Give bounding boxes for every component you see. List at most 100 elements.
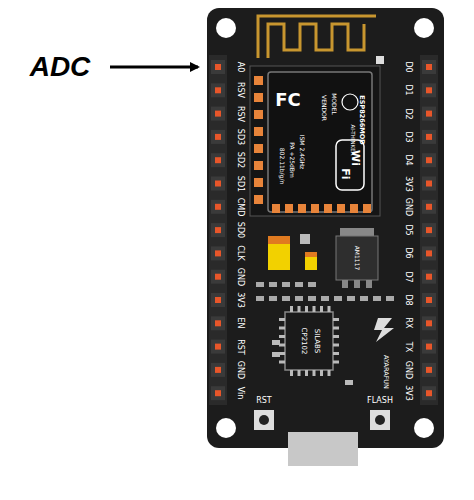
pin <box>426 344 432 350</box>
pin-socket <box>211 363 225 377</box>
pin-name: CLK <box>236 246 244 261</box>
pin-socket <box>211 386 225 400</box>
pin-name: D8 <box>404 294 412 305</box>
chip-pin <box>305 370 308 376</box>
pin <box>215 87 221 93</box>
brand-text: AYARAFUN <box>383 355 390 389</box>
smd-part <box>360 296 368 301</box>
pin-name: D3 <box>404 131 412 142</box>
pin <box>426 204 432 210</box>
pin <box>426 157 432 163</box>
pin-socket <box>211 83 225 97</box>
pad <box>254 161 263 170</box>
pin <box>215 344 221 350</box>
pin <box>215 111 221 117</box>
smd-part <box>269 282 277 287</box>
pin-socket <box>422 177 436 191</box>
smd-part <box>282 282 290 287</box>
header-pins <box>211 60 436 400</box>
capacitor <box>268 236 290 270</box>
pin <box>215 204 221 210</box>
smd-part <box>295 282 303 287</box>
chip-pin <box>279 318 285 321</box>
pin <box>426 64 432 70</box>
pad <box>298 204 306 213</box>
usb-uart-chip <box>285 312 333 370</box>
wifi-logo-text: Wi <box>350 150 361 166</box>
pcb-antenna <box>258 16 376 58</box>
smd-part <box>386 296 394 301</box>
pin-socket <box>422 340 436 354</box>
flash-button <box>370 410 390 430</box>
pin-socket <box>211 246 225 260</box>
pin-name: SD1 <box>236 175 244 191</box>
smd-part <box>347 296 355 301</box>
module-pads <box>254 76 371 213</box>
pin-socket <box>211 60 225 74</box>
module-text: VENDOR <box>321 95 327 121</box>
pin-name: SD2 <box>236 152 244 168</box>
pin <box>426 274 432 280</box>
pin-socket <box>211 340 225 354</box>
module-shield <box>268 72 372 212</box>
smd-part <box>295 296 303 301</box>
pin <box>426 181 432 187</box>
pin-name: D5 <box>404 224 412 235</box>
pin <box>215 227 221 233</box>
button-label: RST <box>256 397 272 405</box>
pin-name: SD0 <box>236 222 244 238</box>
chip-pin <box>313 306 316 312</box>
pin-socket <box>422 270 436 284</box>
regulator-tab <box>340 228 374 236</box>
pin <box>215 157 221 163</box>
module-text: ESP8266MOD <box>359 95 366 144</box>
chip-pins <box>279 306 339 376</box>
pin-name: 3V3 <box>236 292 244 308</box>
smd-part <box>256 296 264 301</box>
pin <box>215 320 221 326</box>
chip-pin <box>279 361 285 364</box>
pin-name: GND <box>236 361 244 379</box>
chip-pin <box>333 318 339 321</box>
usb-connector <box>288 432 358 466</box>
pin <box>215 297 221 303</box>
pin-socket <box>422 363 436 377</box>
pin-socket <box>211 270 225 284</box>
chip-pin <box>320 306 323 312</box>
chip-pin <box>298 306 301 312</box>
pin <box>215 390 221 396</box>
pin-name: GND <box>404 361 412 379</box>
smd-part <box>300 234 310 244</box>
chip-pin <box>328 370 331 376</box>
pin-name: GND <box>404 198 412 216</box>
smd-part <box>334 296 342 301</box>
pad <box>254 93 263 102</box>
chip-marking: CP2102 <box>300 328 307 355</box>
pin-socket <box>422 153 436 167</box>
pad <box>272 204 280 213</box>
capacitor-band <box>305 252 317 257</box>
pin-name: SD3 <box>236 129 244 145</box>
pin <box>215 134 221 140</box>
pin <box>426 134 432 140</box>
chip-pin <box>333 361 339 364</box>
pin <box>426 367 432 373</box>
smd-row <box>256 282 394 301</box>
pin <box>215 64 221 70</box>
pin <box>215 367 221 373</box>
pad <box>324 204 332 213</box>
pin-name: 3V3 <box>404 176 412 192</box>
right-header <box>420 55 438 405</box>
chip-pin <box>305 306 308 312</box>
chip-pin <box>313 370 316 376</box>
pin-name: RST <box>236 339 244 355</box>
smd-part <box>321 296 329 301</box>
pcb <box>207 8 444 448</box>
chip-pin <box>333 335 339 338</box>
pin-name: EN <box>236 318 244 329</box>
pin-socket <box>422 246 436 260</box>
pin-socket <box>211 293 225 307</box>
pin-name: D6 <box>404 248 412 259</box>
pin-name: Vin <box>236 387 244 400</box>
chip-pin <box>333 327 339 330</box>
